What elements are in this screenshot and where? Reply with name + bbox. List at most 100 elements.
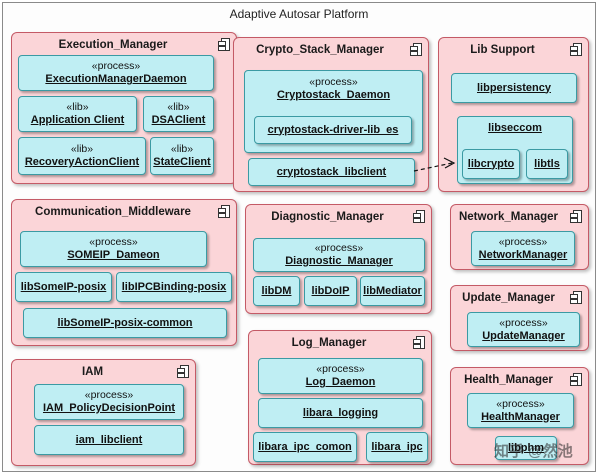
part-name: UpdateManager [482,329,565,342]
component-icon [410,43,422,56]
execution-manager-daemon[interactable]: «process» ExecutionManagerDaemon [18,55,214,91]
stereotype-label: «process» [309,76,358,88]
part-name: libphm [507,441,545,454]
component-icon [177,365,189,378]
libmediator-lib[interactable]: libMediator [360,276,425,306]
part-name: RecoveryActionClient [24,156,140,168]
iam-component[interactable]: IAM «process» IAM_PolicyDecisionPoint ia… [11,359,196,466]
component-icon [570,291,582,304]
network-manager-component[interactable]: Network_Manager «process» NetworkManager [450,204,589,270]
watermark-text: 知乎 @然池 [494,443,573,460]
part-name: libcrypto [467,157,515,170]
part-name: cryptostack-driver-lib_es [267,123,399,136]
component-icon [218,38,230,51]
part-name: NetworkManager [478,248,568,261]
part-name: libara_ipc_comon [258,440,352,453]
iam-policy-decision-point[interactable]: «process» IAM_PolicyDecisionPoint [34,384,184,420]
cryptostack-driver-lib[interactable]: cryptostack-driver-lib_es [254,116,412,144]
part-name: SOMEIP_Dameon [67,249,160,261]
dsa-client-lib[interactable]: «lib» DSAClient [143,96,214,132]
part-name: libtls [534,157,560,170]
stereotype-label: «process» [499,316,548,329]
libsomeip-posix-lib[interactable]: libSomeIP-posix [15,272,112,302]
stereotype-label: «lib» [70,143,94,155]
libsomeip-posix-common-lib[interactable]: libSomeIP-posix-common [23,308,227,338]
stereotype-label: «process» [89,236,138,248]
health-manager-process[interactable]: «process» HealthManager [467,393,574,428]
someip-daemon[interactable]: «process» SOMEIP_Dameon [20,231,207,267]
lib-support-component[interactable]: Lib Support libpersistency libseccom lib… [438,37,589,192]
component-icon [413,210,425,223]
part-name: libSomeIP-posix [20,280,107,293]
update-manager-component[interactable]: Update_Manager «process» UpdateManager [450,285,589,351]
libdm-lib[interactable]: libDM [253,276,300,306]
part-name: Application Client [30,114,125,126]
stereotype-label: «process» [314,242,364,254]
network-manager-process[interactable]: «process» NetworkManager [471,231,575,266]
part-name: libara_logging [302,406,379,419]
component-icon [413,336,425,349]
libpersistency-lib[interactable]: libpersistency [451,73,577,103]
libphm-lib[interactable]: libphm [495,436,557,460]
component-icon [218,205,230,218]
stereotype-label: «process» [91,60,141,72]
recovery-action-client-lib[interactable]: «lib» RecoveryActionClient [18,137,146,175]
diagnostic-manager-component[interactable]: Diagnostic_Manager «process» Diagnostic_… [245,204,432,314]
part-name: libara_ipc [371,440,423,453]
log-daemon[interactable]: «process» Log_Daemon [258,358,423,394]
part-name: libDoIP [311,284,350,297]
component-icon [570,43,582,56]
execution-manager-component[interactable]: Execution_Manager «process» ExecutionMan… [11,32,237,184]
part-name: iam_libclient [75,433,143,446]
libcrypto-lib[interactable]: libcrypto [462,149,520,179]
libseccom-lib[interactable]: libseccom libcrypto libtls [457,116,573,184]
component-title: Crypto_Stack_Manager [256,44,384,56]
part-name: libMediator [363,284,422,297]
cryptostack-libclient[interactable]: cryptostack_libclient [248,158,415,186]
communication-middleware-component[interactable]: Communication_Middleware «process» SOMEI… [11,199,237,346]
application-client-lib[interactable]: «lib» Application Client [18,96,137,132]
component-title: Update_Manager [462,292,555,304]
part-name: libSomeIP-posix-common [57,316,193,329]
stereotype-label: «process» [316,363,365,375]
part-name: DSAClient [151,114,206,126]
log-manager-component[interactable]: Log_Manager «process» Log_Daemon libara_… [248,330,432,465]
libara-ipc-comon-lib[interactable]: libara_ipc_comon [253,432,357,462]
libipcbinding-posix-lib[interactable]: libIPCBinding-posix [116,272,232,302]
part-name: Cryptostack_Daemon [276,89,391,101]
component-title: Lib Support [470,44,535,56]
state-client-lib[interactable]: «lib» StateClient [150,137,214,175]
component-title: Log_Manager [291,337,367,349]
part-name: ExecutionManagerDaemon [45,73,187,85]
component-title: IAM [81,366,104,378]
part-name: HealthManager [481,410,560,423]
part-name: cryptostack_libclient [276,165,387,178]
part-name: libIPCBinding-posix [121,280,227,293]
stereotype-label: «process» [84,389,134,401]
stereotype-label: «lib» [167,101,190,113]
component-title: Communication_Middleware [35,206,191,218]
health-manager-component[interactable]: Health_Manager «process» HealthManager l… [450,367,589,465]
update-manager-process[interactable]: «process» UpdateManager [467,312,580,347]
component-title: Execution_Manager [58,39,168,51]
part-name: Diagnostic_Manager [285,255,393,267]
libtls-lib[interactable]: libtls [526,149,568,179]
part-name: libseccom [488,122,542,134]
diagnostic-manager-process[interactable]: «process» Diagnostic_Manager [253,238,425,272]
component-title: Network_Manager [458,211,559,223]
libara-logging-lib[interactable]: libara_logging [258,398,423,428]
iam-libclient[interactable]: iam_libclient [34,425,184,455]
crypto-stack-manager-component[interactable]: Crypto_Stack_Manager «process» Cryptosta… [233,37,429,192]
stereotype-label: «lib» [66,101,89,113]
part-name: Log_Daemon [305,376,376,388]
part-name: IAM_PolicyDecisionPoint [42,402,176,414]
component-icon [570,373,582,386]
component-icon [570,210,582,223]
component-title: Health_Manager [464,374,553,386]
part-name: StateClient [153,156,211,168]
stereotype-label: «process» [496,397,545,410]
cryptostack-daemon[interactable]: «process» Cryptostack_Daemon cryptostack… [244,70,423,153]
libara-ipc-lib[interactable]: libara_ipc [366,432,428,462]
platform-title: Adaptive Autosar Platform [229,7,369,21]
libdoip-lib[interactable]: libDoIP [304,276,357,306]
